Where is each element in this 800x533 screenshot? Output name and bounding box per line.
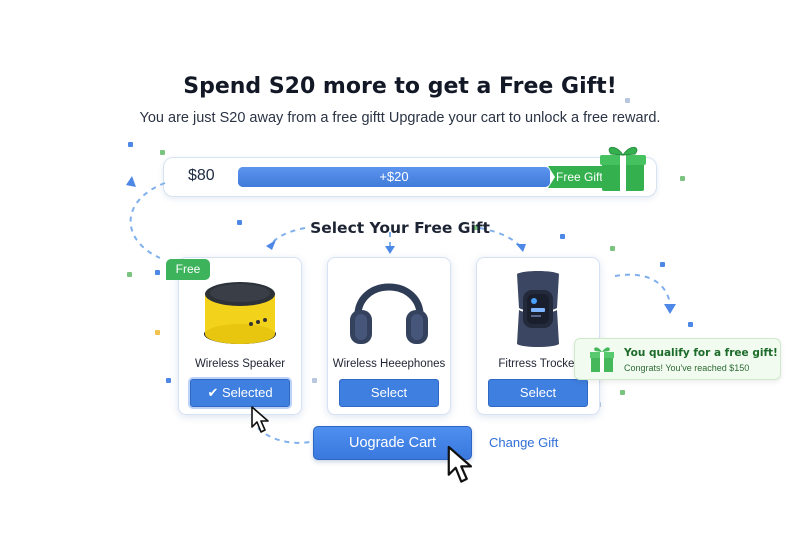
gift-name: Wireless Heeephones	[332, 358, 446, 370]
check-icon: ✔	[207, 385, 222, 400]
headphones-icon	[350, 283, 428, 344]
fitness-tracker-icon	[517, 271, 559, 347]
notice-message: Congrats! You've reached $150	[624, 363, 750, 373]
cursor-icon	[447, 445, 473, 483]
free-badge: Free	[166, 259, 210, 280]
gift-card-tracker[interactable]: Fitrress Trocket Select	[476, 257, 600, 415]
selected-button[interactable]: ✔ Selected	[190, 379, 290, 407]
gift-card-speaker[interactable]: Wireless Speaker ✔ Selected	[178, 257, 302, 415]
small-gift-icon	[590, 347, 614, 372]
select-button[interactable]: Select	[339, 379, 439, 407]
cursor-icon	[251, 406, 269, 433]
gift-name: Wireless Speaker	[194, 358, 286, 370]
progress-bar	[238, 167, 550, 187]
progress-bar-fill	[238, 167, 550, 187]
goal-tag: Free Gift	[548, 166, 610, 188]
page-title: Spend S20 more to get a Free Gift!	[183, 74, 617, 99]
page-subtitle: You are just S20 away from a free giftt …	[139, 110, 661, 126]
gift-icon	[600, 146, 646, 191]
select-button[interactable]: Select	[488, 379, 588, 407]
current-amount: $80	[188, 167, 215, 184]
button-label: Selected	[221, 385, 273, 400]
speaker-icon	[204, 282, 276, 344]
gift-card-headphones[interactable]: Wireless Heeephones Select	[327, 257, 451, 415]
progress-bar-label: +$20	[379, 169, 409, 184]
qualify-notice: You qualify for a free gift! Congrats! Y…	[574, 338, 781, 380]
notice-title: You qualify for a free gift!	[624, 347, 778, 359]
change-gift-link[interactable]: Change Gift	[489, 435, 559, 450]
section-title: Select Your Free Gift	[310, 219, 490, 237]
gift-name: Fitrress Trocket	[498, 358, 578, 370]
upgrade-cart-button[interactable]: Uograde Cart	[313, 426, 472, 460]
